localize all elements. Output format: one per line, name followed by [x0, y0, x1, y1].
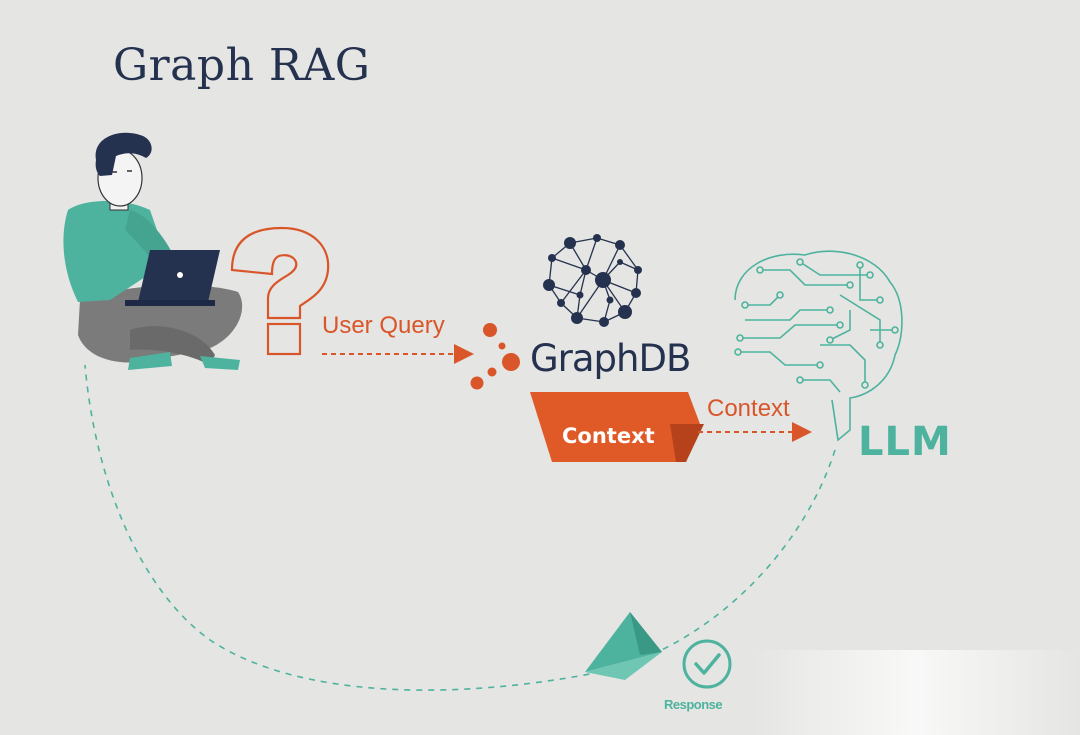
user-query-label: User Query [322, 312, 445, 339]
llm-label: LLM [858, 419, 952, 465]
graphdb-label: GraphDB [530, 337, 691, 380]
network-graph-icon [543, 234, 642, 327]
context-box [530, 392, 704, 462]
paper-plane-icon [585, 612, 662, 680]
fade-overlay [750, 650, 1080, 735]
context-arrow-label: Context [707, 395, 790, 422]
page-title: Graph RAG [113, 40, 371, 91]
graphdb-logo-icon [470, 323, 520, 390]
brain-circuit-icon [734, 250, 903, 442]
person-laptop-icon [63, 132, 243, 370]
context-box-label: Context [562, 424, 655, 448]
question-mark-icon [230, 226, 330, 356]
check-circle-icon [682, 639, 732, 689]
return-path [84, 364, 836, 691]
response-label: Response [664, 697, 723, 712]
